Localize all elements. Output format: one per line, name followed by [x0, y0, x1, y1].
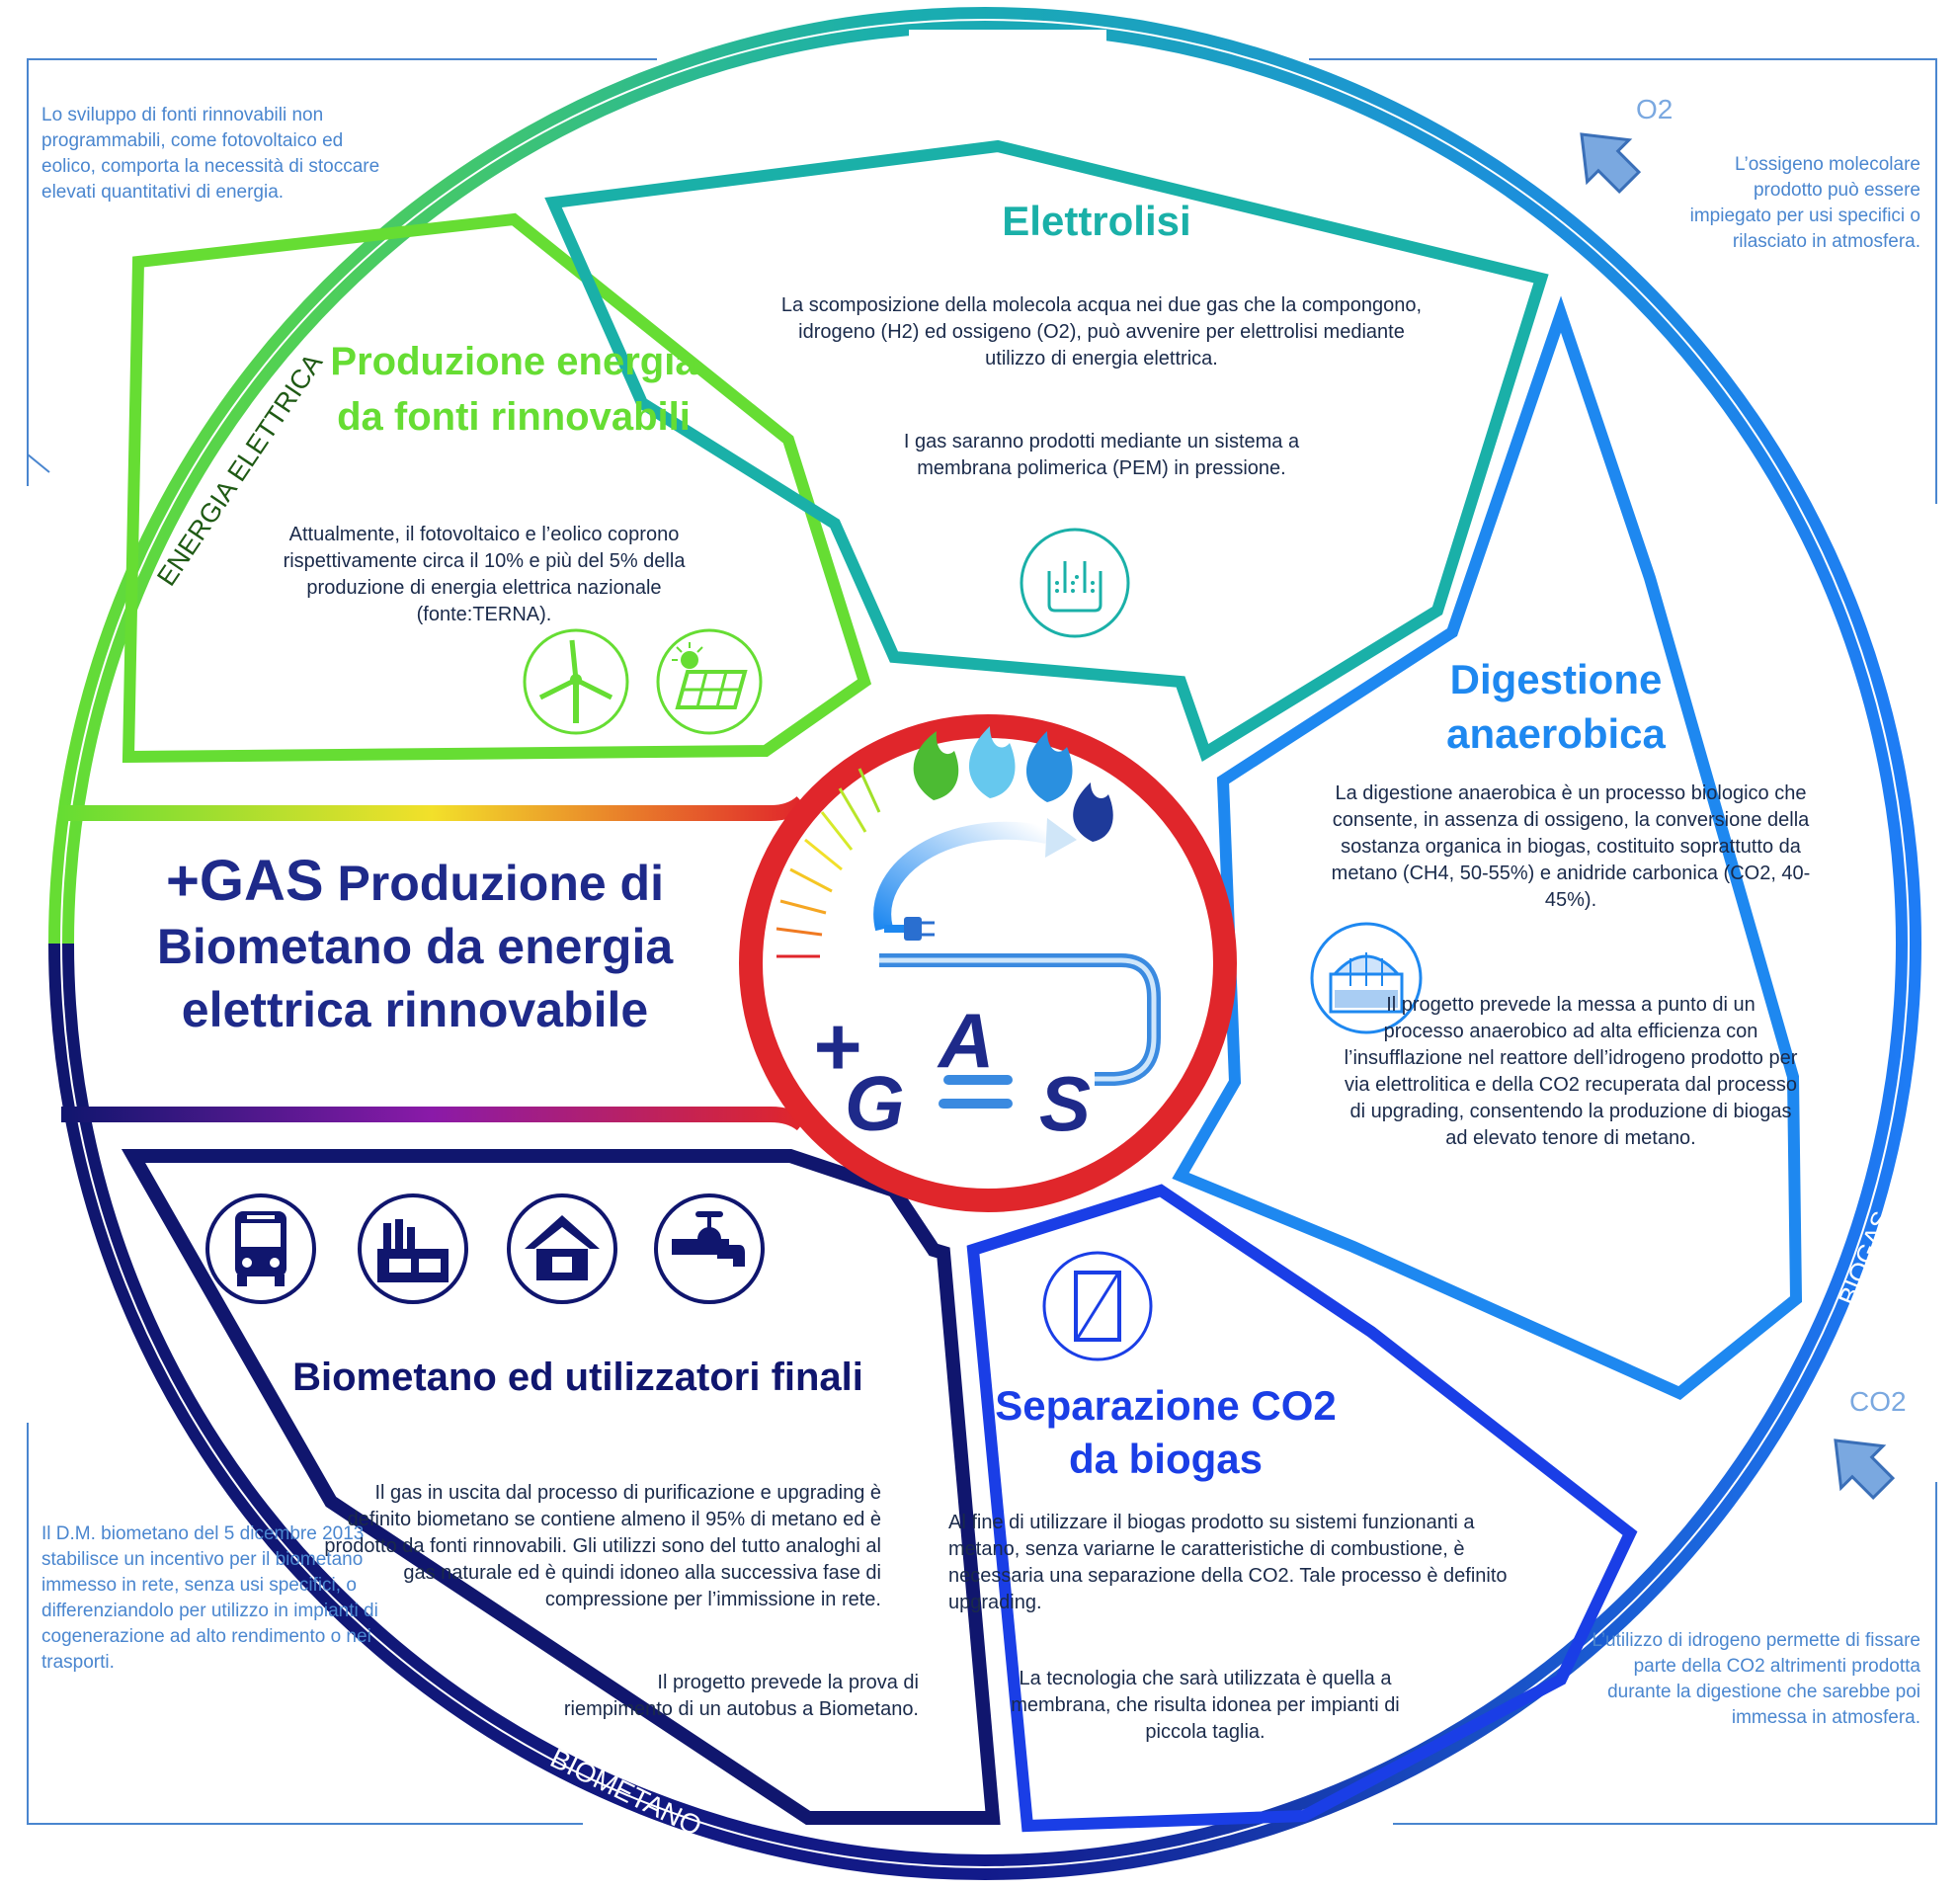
corner-text-bottom-left: Il D.M. biometano del 5 dicembre 2013 st…: [41, 1523, 378, 1673]
corner-text-bottom-right: L’utilizzo di idrogeno permette di fissa…: [1592, 1630, 1920, 1728]
separazione-text-2: La tecnologia che sarà utilizzata è quel…: [1011, 1668, 1400, 1743]
digestione-text-1: La digestione anaerobica è un processo b…: [1331, 782, 1811, 911]
o2-tag: O2: [1636, 94, 1673, 124]
membrane-icon: [1042, 1251, 1153, 1361]
house-icon: [507, 1193, 617, 1304]
plug-icon: [873, 818, 1077, 941]
digestione-text-2: Il progetto prevede la messa a punto di …: [1344, 994, 1798, 1149]
section-produzione-border: [122, 212, 872, 764]
section-elettrolisi-border: [544, 139, 1549, 763]
produzione-text: Attualmente, il fotovoltaico e l’eolico …: [283, 524, 686, 625]
main-title-brand: +GAS: [165, 849, 324, 913]
elettrolisi-title: Elettrolisi: [1002, 198, 1191, 244]
electrolysis-tank-icon: [1020, 528, 1130, 638]
ring-label-top: IDROGENO: [925, 35, 1086, 67]
corner-text-top-right: L’ossigeno molecolare prodotto può esser…: [1689, 154, 1920, 252]
elettrolisi-text-2: I gas saranno prodotti mediante un siste…: [903, 431, 1300, 479]
corner-box-top-right: [1309, 58, 1937, 504]
biometano-title: Biometano ed utilizzatori finali: [292, 1356, 863, 1399]
main-title: +GAS Produzione di Biometano da energia …: [69, 850, 761, 1041]
corner-text-top-left: Lo sviluppo di fonti rinnovabili non pro…: [41, 105, 380, 203]
tap-icon: [654, 1193, 765, 1304]
corner-box-top-left: [27, 58, 657, 486]
separazione-title: Separazione CO2 da biogas: [995, 1382, 1337, 1482]
corner-box-bottom-right: [1393, 1482, 1937, 1825]
logo-a-bar: [943, 1075, 1013, 1085]
separazione-text-1: Al fine di utilizzare il biogas prodotto…: [948, 1512, 1508, 1613]
biometano-text-2: Il progetto prevede la prova di riempime…: [563, 1672, 919, 1720]
elettrolisi-text-1: La scomposizione della molecola acqua ne…: [780, 294, 1423, 370]
logo-a: A: [937, 997, 994, 1084]
produzione-title: Produzione energia da fonti rinnovabili: [330, 340, 697, 439]
ring-label-bottom: BIOMETANO: [545, 1743, 706, 1843]
digestione-title: Digestione anaerobica: [1446, 656, 1666, 757]
rainbow-band-top: [61, 795, 808, 821]
logo-s: S: [1039, 1060, 1091, 1147]
co2-tag: CO2: [1849, 1386, 1907, 1417]
bus-icon: [205, 1193, 316, 1304]
corner-box-bottom-left: [27, 1423, 583, 1825]
factory-icon: [358, 1193, 468, 1304]
biometano-text-1: Il gas in uscita dal processo di purific…: [324, 1482, 881, 1610]
logo-g: G: [845, 1060, 905, 1147]
rainbow-band-bottom: [61, 1107, 808, 1131]
logo-plus: +: [812, 1000, 860, 1093]
solar-panel-icon: [656, 628, 763, 735]
section-digestione-border: [1172, 295, 1803, 1400]
wind-turbine-icon: [523, 628, 629, 735]
arrow-up-left-icon: [1834, 1439, 1896, 1501]
main-title-rest: Produzione di Biometano da energia elett…: [156, 856, 674, 1037]
arrow-up-right-icon: [1580, 132, 1642, 195]
section-separazione-border: [966, 1184, 1638, 1833]
flame-icon: [913, 726, 1113, 842]
section-biometano-border: [121, 1149, 1001, 1825]
digester-icon: [1310, 922, 1423, 1034]
sun-rays-icon: [776, 768, 881, 958]
